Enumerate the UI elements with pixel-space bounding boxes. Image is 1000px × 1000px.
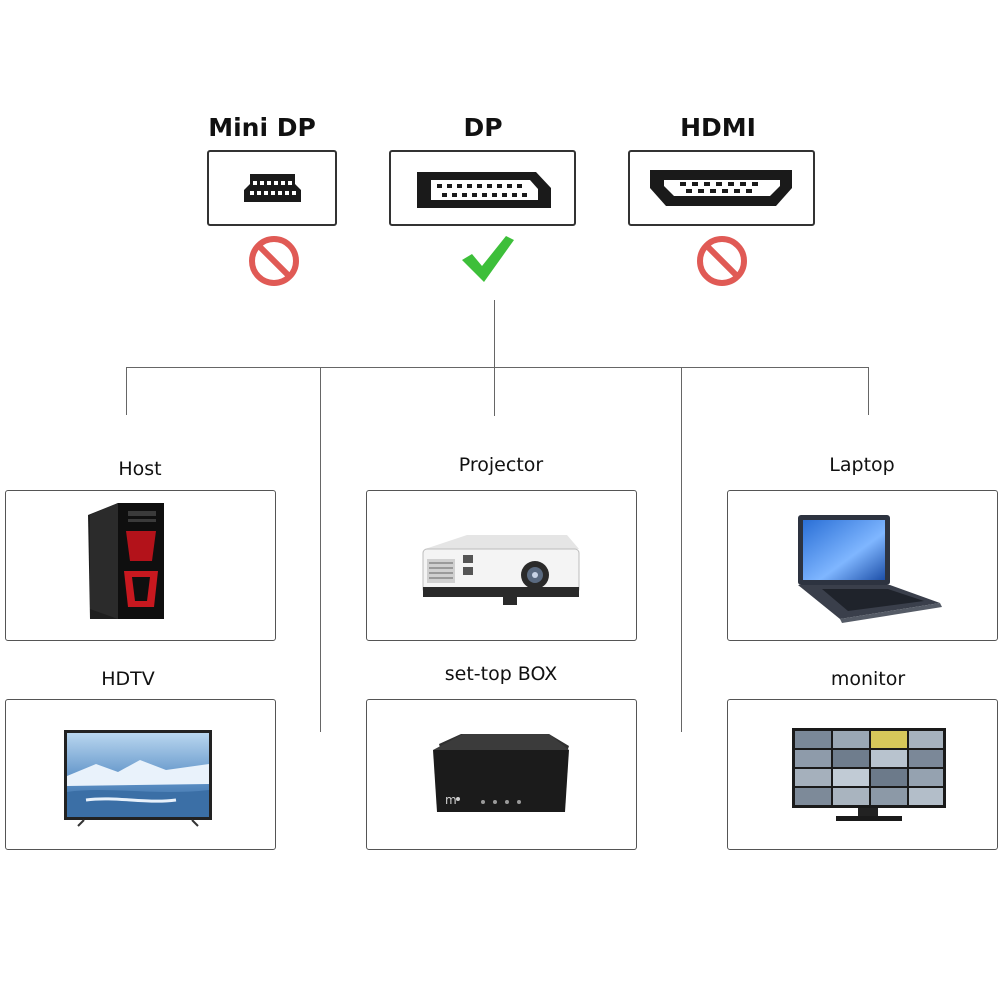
device-label-monitor: monitor (830, 668, 906, 690)
device-box-host (5, 490, 276, 641)
connector-divider-right (681, 367, 682, 732)
device-box-projector (366, 490, 637, 641)
device-label-laptop: Laptop (829, 454, 895, 476)
device-box-set-top-box: m (366, 699, 637, 850)
desktop-tower-icon (88, 503, 164, 619)
connector-right-drop (868, 367, 869, 415)
check-icon-dp (462, 236, 514, 282)
projector-icon (422, 535, 580, 605)
not-supported-icon-mini-dp (249, 236, 299, 286)
hdmi-icon (650, 170, 792, 206)
device-box-hdtv (5, 699, 276, 850)
device-label-host: Host (118, 458, 162, 480)
connector-left-drop (126, 367, 127, 415)
connector-divider-left (320, 367, 321, 732)
device-box-monitor (727, 699, 998, 850)
mini-displayport-icon (244, 174, 301, 202)
port-box-hdmi (628, 150, 815, 226)
connector-bus (126, 367, 869, 368)
displayport-icon (417, 172, 551, 208)
device-label-projector: Projector (458, 454, 544, 476)
connector-trunk (494, 300, 495, 416)
port-box-dp (389, 150, 576, 226)
port-box-mini-dp (207, 150, 337, 226)
tv-icon (64, 730, 212, 827)
not-supported-icon-hdmi (697, 236, 747, 286)
device-label-hdtv: HDTV (101, 668, 155, 690)
port-title-dp: DP (463, 113, 503, 142)
set-top-box-icon: m (433, 734, 569, 812)
device-box-laptop (727, 490, 998, 641)
svg-text:m: m (445, 793, 457, 807)
device-label-set-top-box: set-top BOX (444, 663, 558, 685)
monitor-icon (792, 728, 946, 821)
port-title-hdmi: HDMI (680, 113, 756, 142)
port-title-mini-dp: Mini DP (208, 113, 316, 142)
laptop-icon (798, 515, 942, 623)
